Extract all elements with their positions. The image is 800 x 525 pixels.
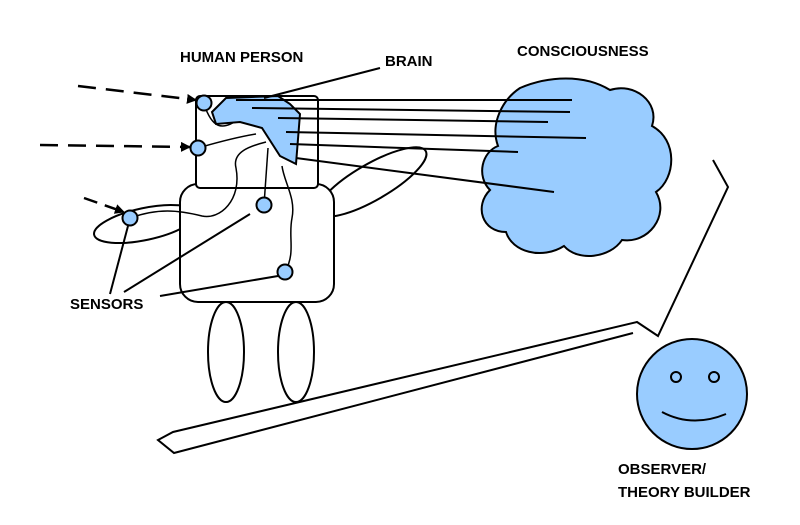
brain-link-4 [285,131,587,139]
sensor-3 [121,209,139,227]
brain-link-6 [295,157,555,193]
sensor-2 [189,139,207,157]
observer-label-line2: THEORY BUILDER [618,484,751,501]
consciousness-label: CONSCIOUSNESS [517,43,649,60]
observer-smile [661,411,727,422]
brain-link-5 [289,143,519,153]
brain-link-2 [251,107,571,113]
brain-label: BRAIN [385,53,433,70]
sensors-pointer-1 [109,225,129,295]
observer-left-eye [670,371,682,383]
sensor-4 [255,196,273,214]
observer-view-wedge [156,159,730,455]
left-leg [207,301,245,403]
sensor-5 [276,263,294,281]
brain-pointer [263,67,381,99]
brain-link-3 [277,117,549,123]
right-leg [277,301,315,403]
brain-shape [210,94,302,166]
consciousness-cloud [480,77,673,258]
sensors-pointer-2 [123,213,251,293]
sensors-label: SENSORS [70,296,143,313]
stimulus-arrow-3 [83,196,125,214]
stimulus-arrow-1 [77,84,197,104]
observer-right-eye [708,371,720,383]
human-person-label: HUMAN PERSON [180,49,303,66]
sensor-1 [195,94,213,112]
sensors-pointer-3 [159,275,279,297]
nerve-wire-4 [263,147,269,206]
nerve-wire-5 [281,165,294,273]
nerve-wire-3 [129,141,267,219]
stimulus-arrow-2 [39,141,191,152]
observer-face [636,338,748,450]
observer-label-line1: OBSERVER/ [618,461,707,478]
